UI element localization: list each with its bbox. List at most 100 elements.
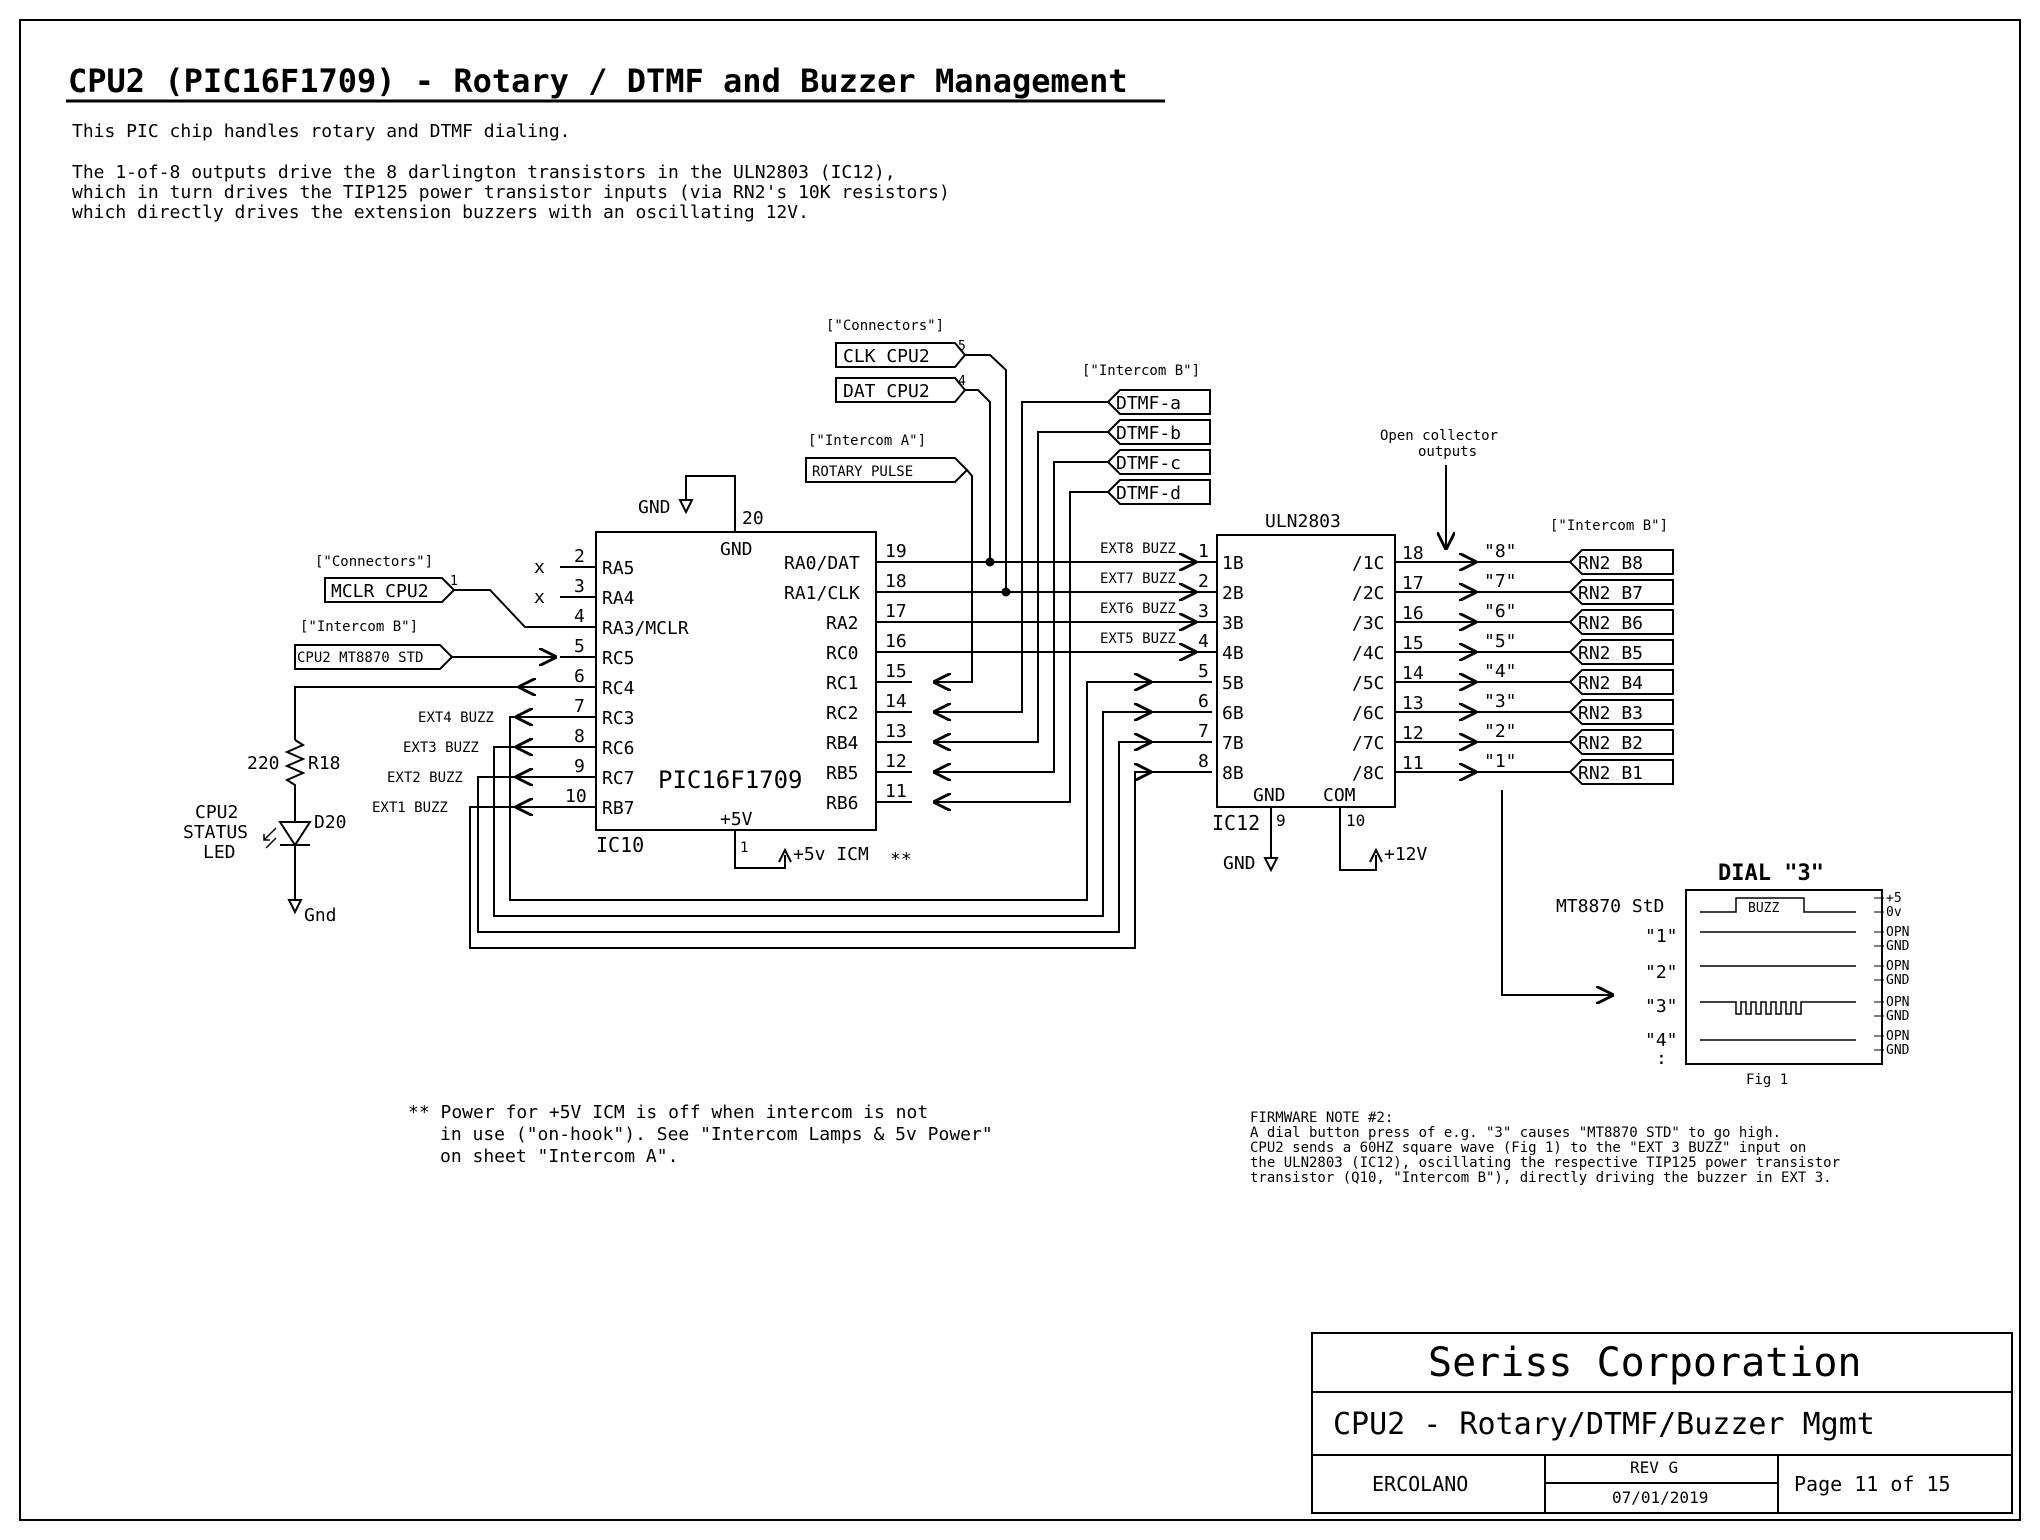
schematic-label: Open collector (1380, 428, 1498, 444)
schematic-label: RN2 B6 (1578, 613, 1643, 634)
schematic-wire (1568, 609, 1674, 635)
dtmf-a-connector (1106, 389, 1211, 415)
schematic-label: "2" (1484, 721, 1517, 742)
schematic-label: 18 (1402, 543, 1424, 564)
schematic-label: "8" (1484, 541, 1517, 562)
schematic-label: RB7 (602, 798, 635, 819)
schematic-label: 16 (1402, 603, 1424, 624)
schematic-label: DIAL "3" (1718, 861, 1824, 886)
intercom-b-label-dtmf: ["Intercom B"] (1082, 363, 1200, 379)
schematic-label: x (534, 557, 545, 578)
schematic-label: 1B (1222, 553, 1244, 574)
schematic-label: 2 (574, 546, 585, 567)
schematic-label: RN2 B2 (1578, 733, 1643, 754)
ic10-right-wires (912, 354, 1195, 802)
schematic-label: 16 (885, 631, 907, 652)
schematic-label: RN2 B4 (1578, 673, 1643, 694)
schematic-wire (685, 475, 736, 532)
schematic-label: OPN (1886, 925, 1909, 940)
schematic-wire (935, 469, 973, 682)
schematic-label: 13 (885, 721, 907, 742)
schematic-wire (493, 712, 1150, 917)
schematic-label: RC7 (602, 768, 635, 789)
schematic-label: 15 (1402, 633, 1424, 654)
schematic-label: "1" (1484, 751, 1517, 772)
schematic-label: RC4 (602, 678, 635, 699)
company-name: Seriss Corporation (1428, 1340, 1861, 1386)
schematic-wire (1369, 847, 1383, 863)
ic12-input-pins: 11B 22B 33B 44B 55B 66B 77B 88B (1195, 541, 1244, 784)
schematic-label: 12 (885, 751, 907, 772)
dtmf-d-connector (1106, 479, 1211, 505)
schematic-label: EXT4 BUZZ (418, 710, 494, 726)
schematic-label: 19 (885, 541, 907, 562)
schematic-label: GND (1886, 1009, 1910, 1024)
schematic-label: +5 (1886, 891, 1902, 906)
schematic-wire (1700, 897, 1856, 913)
schematic-label: /8C (1352, 763, 1385, 784)
schematic-label: RN2 B7 (1578, 583, 1643, 604)
rotary-connector (805, 457, 969, 483)
schematic-label: 5 (574, 636, 585, 657)
schematic-label: 7 (574, 696, 585, 717)
mt8870-connector (294, 644, 454, 670)
schematic-label: EXT5 BUZZ (1100, 631, 1176, 647)
schematic-wire (477, 742, 1150, 933)
schematic-label: 6 (574, 666, 585, 687)
ic10-part: PIC16F1709 (658, 766, 803, 794)
schematic-label: 14 (1402, 663, 1424, 684)
schematic-label: "5" (1484, 631, 1517, 652)
dtmf-a-label: DTMF-a (1116, 393, 1181, 414)
uln-input-nets: EXT8 BUZZ EXT7 BUZZ EXT6 BUZZ EXT5 BUZZ (1100, 541, 1176, 647)
schematic-wire (965, 354, 1007, 592)
ic12-uln2803: ULN2803 GND COM IC12 9 10 (1212, 511, 1396, 835)
revision: REV G (1630, 1458, 1678, 1477)
schematic-label: 18 (885, 571, 907, 592)
schematic-wire (1568, 549, 1674, 575)
schematic-label: "2" (1645, 962, 1678, 983)
schematic-label: 1 (1198, 541, 1209, 562)
clk-label: CLK CPU2 (843, 346, 930, 367)
ic10-left-wires (294, 589, 1212, 949)
mclr-pin: 1 (450, 574, 458, 589)
d20-diode (278, 821, 312, 847)
schematic-label: RB6 (826, 793, 859, 814)
connectors-label-top: ["Connectors"] (826, 318, 944, 334)
dtmf-b-label: DTMF-b (1116, 423, 1181, 444)
schematic-label: 9 (574, 756, 585, 777)
schematic-label: 7B (1222, 733, 1244, 754)
schematic-label: MT8870 StD (1556, 896, 1664, 917)
dtmf-d-label: DTMF-d (1116, 483, 1181, 504)
ic10-gnd-pin: 20 (742, 508, 764, 529)
schematic-label: OPN (1886, 995, 1909, 1010)
schematic-label: RA2 (826, 613, 859, 634)
schematic-label: /2C (1352, 583, 1385, 604)
schematic-label: RC5 (602, 648, 635, 669)
schematic-label: RA1/CLK (784, 583, 860, 604)
power-note: ** Power for +5V ICM is off when interco… (408, 1102, 993, 1167)
intro-line-4: which directly drives the extension buzz… (72, 202, 809, 223)
dial-frame (1685, 889, 1883, 1065)
ext-buzz-labels: EXT4 BUZZ EXT3 BUZZ EXT2 BUZZ EXT1 BUZZ (372, 710, 494, 816)
dtmf-b-connector (1106, 419, 1211, 445)
schematic-wire (935, 401, 1108, 712)
schematic-wire (294, 686, 520, 740)
intro-line-1: This PIC chip handles rotary and DTMF di… (72, 121, 571, 142)
schematic-label: 0v (1886, 905, 1902, 920)
schematic-label: EXT6 BUZZ (1100, 601, 1176, 617)
author: ERCOLANO (1372, 1472, 1468, 1496)
schematic-wire (1700, 1001, 1856, 1015)
schematic-label: GND (1886, 1043, 1910, 1058)
schematic-label: BUZZ (1748, 901, 1779, 916)
mclr-connector (324, 577, 456, 603)
dat-connector (835, 377, 967, 403)
intercom-b-label-rn2: ["Intercom B"] (1550, 518, 1668, 534)
schematic-label: 220 (247, 753, 280, 774)
schematic-label: 10 (1346, 811, 1365, 830)
schematic-label: RB5 (826, 763, 859, 784)
page-title: CPU2 (PIC16F1709) - Rotary / DTMF and Bu… (68, 62, 1128, 100)
open-collector-note: Open collector outputs (1380, 428, 1498, 548)
schematic-label: 3 (574, 576, 585, 597)
schematic-label: RA4 (602, 588, 635, 609)
